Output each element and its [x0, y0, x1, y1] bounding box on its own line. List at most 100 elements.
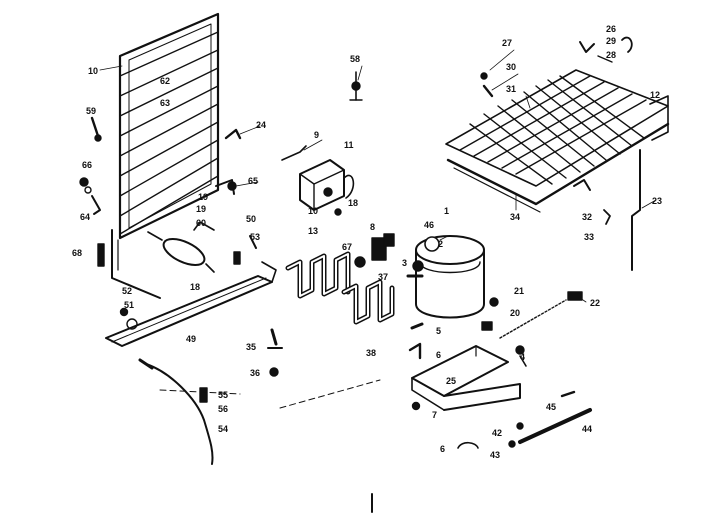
callout-label: 60: [196, 218, 206, 228]
callout-label: 10: [88, 66, 98, 76]
condenser-coil-grid: [118, 12, 235, 240]
callout-label: 24: [256, 120, 266, 130]
callout-label: 5: [436, 326, 441, 336]
foot-6-part: [457, 441, 479, 449]
callout-label: 65: [248, 176, 258, 186]
grommet-66-part: [79, 177, 92, 194]
rail-43-part: [508, 408, 593, 448]
mounting-bolt-22: [499, 291, 583, 339]
callout-label: 42: [492, 428, 502, 438]
bracket-35-part: [267, 328, 283, 349]
callout-label: 68: [72, 248, 82, 258]
callout-label: 66: [82, 160, 92, 170]
bracket-4-part: [408, 342, 422, 360]
clip-37-part: [371, 237, 387, 261]
wire-9-part: [281, 145, 307, 161]
callout-label: 3: [402, 258, 407, 268]
callout-label: 2: [438, 239, 443, 249]
pin-58-part: [349, 71, 363, 101]
clip-24-part: [224, 128, 242, 140]
grommet-20-part: [481, 297, 499, 331]
evaporator-serpentine-coil: [285, 251, 395, 325]
bracket-64-part: [91, 195, 101, 215]
callout-label: 51: [124, 300, 134, 310]
leader-lines: [99, 49, 657, 303]
compressor-1: [406, 235, 485, 319]
callout-label: 33: [584, 232, 594, 242]
callout-label: 52: [122, 286, 132, 296]
callout-label: 50: [246, 214, 256, 224]
callout-label: 37: [378, 272, 388, 282]
drier-assembly: [147, 221, 215, 273]
callout-label: 64: [80, 212, 90, 222]
callout-label: 36: [250, 368, 260, 378]
fitting-53-part: [233, 235, 257, 265]
drain-tube-54: [138, 358, 214, 465]
callout-label: 12: [650, 90, 660, 100]
callout-label: 46: [424, 220, 434, 230]
evaporator-fin-grid: [445, 69, 670, 213]
callout-label: 49: [186, 334, 196, 344]
callout-label: 34: [510, 212, 520, 222]
callout-label: 8: [370, 222, 375, 232]
callout-label: 18: [348, 198, 358, 208]
terminal-cover-8: [383, 233, 395, 247]
condenser-stand: [111, 229, 161, 299]
callout-label: 29: [606, 36, 616, 46]
callout-label: 38: [366, 348, 376, 358]
callout-label: 4: [520, 352, 525, 362]
callout-label: 23: [652, 196, 662, 206]
callout-label: 19: [196, 204, 206, 214]
bracket-32-part: [573, 179, 591, 191]
callout-label: 63: [160, 98, 170, 108]
callout-label: 27: [502, 38, 512, 48]
screw-59-part: [90, 116, 102, 142]
clip-33-part: [603, 209, 611, 225]
callout-label: 32: [582, 212, 592, 222]
callout-label: 10: [308, 206, 318, 216]
callout-label: 1: [444, 206, 449, 216]
screw-36-part: [269, 367, 279, 377]
callout-label: 55: [218, 390, 228, 400]
screw-30-part: [480, 72, 494, 98]
relay-overload-assembly: [299, 159, 355, 216]
bolt-45-part: [560, 390, 576, 398]
callout-label: 62: [160, 76, 170, 86]
callout-label: 18: [190, 282, 200, 292]
callout-label: 19: [198, 192, 208, 202]
screw-42-part: [516, 422, 524, 430]
screw-7-part: [411, 401, 421, 411]
plug-68-part: [97, 243, 105, 267]
base-dashed-outline: [159, 379, 381, 409]
bracket-6-part: [515, 345, 527, 367]
clamp-55-part: [199, 387, 208, 403]
callout-label: 54: [218, 424, 228, 434]
callout-label: 22: [590, 298, 600, 308]
callout-label: 28: [606, 50, 616, 60]
compressor-base-25: [411, 345, 521, 411]
callout-label: 25: [446, 376, 456, 386]
callout-label: 31: [506, 84, 516, 94]
callout-label: 59: [86, 106, 96, 116]
clip-26-28-part: [579, 36, 633, 63]
callout-label: 6: [436, 350, 441, 360]
callout-labels: 10 62 63 59 24 66 64 65 19 60 68 18 50 5…: [72, 24, 662, 460]
base-rail-49: [105, 261, 277, 347]
grommet-65-part: [227, 181, 237, 191]
callout-label: 7: [432, 410, 437, 420]
callout-label: 56: [218, 404, 228, 414]
callout-label: 43: [490, 450, 500, 460]
callout-label: 30: [506, 62, 516, 72]
callout-label: 67: [342, 242, 352, 252]
grommet-67-part: [354, 256, 366, 268]
callout-label: 21: [514, 286, 524, 296]
nut-51-part: [119, 307, 138, 330]
callout-label: 58: [350, 54, 360, 64]
clip-5-part: [410, 322, 424, 330]
callout-label: 11: [344, 140, 354, 150]
callout-label: 6: [440, 444, 445, 454]
callout-label: 26: [606, 24, 616, 34]
callout-label: 20: [510, 308, 520, 318]
